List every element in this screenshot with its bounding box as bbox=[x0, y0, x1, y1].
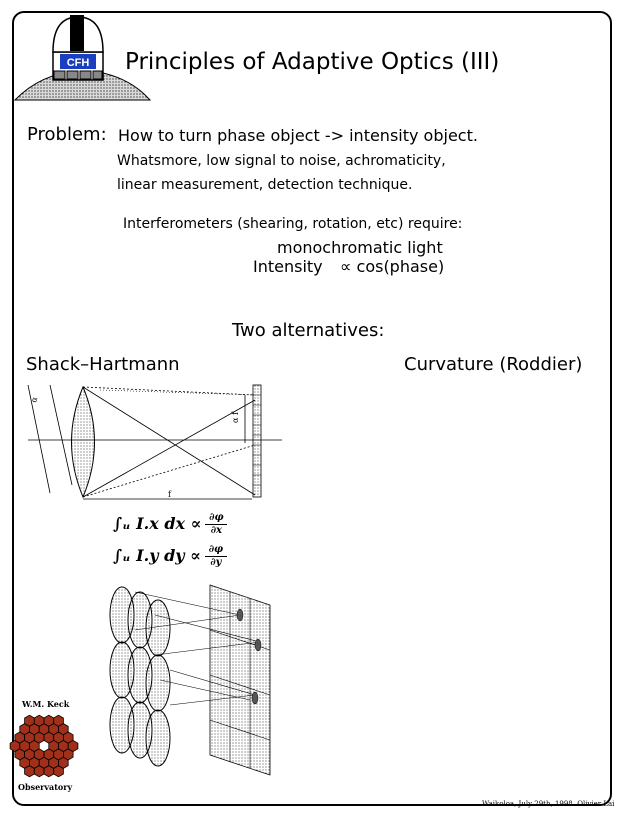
centroid-formula: ∫ᵤ I.x dx ∝ ∂φ ∂x ∫ᵤ I.y dy ∝ ∂φ ∂y bbox=[113, 508, 228, 572]
formula-row-x-den: ∂x bbox=[210, 524, 223, 536]
alpha-label: α bbox=[29, 395, 39, 403]
alternatives-heading: Two alternatives: bbox=[232, 320, 385, 341]
formula-row-y-den: ∂y bbox=[210, 556, 222, 568]
problem-label: Problem: bbox=[27, 124, 107, 145]
interferometers-text: Interferometers (shearing, rotation, etc… bbox=[123, 216, 463, 232]
formula-row-y-fraction: ∂φ ∂y bbox=[204, 543, 227, 568]
shack-hartmann-label: Shack–Hartmann bbox=[26, 354, 180, 375]
fraction-bar bbox=[205, 523, 228, 525]
fraction-bar bbox=[204, 555, 227, 557]
keck-logo-bottom-text: Observatory bbox=[18, 782, 73, 792]
lenslet-array-diagram bbox=[109, 584, 271, 776]
shack-hartmann-diagram: f α f α bbox=[27, 384, 282, 500]
alpha-f-label: α f bbox=[231, 411, 240, 423]
formula-row-x-num: ∂φ bbox=[209, 511, 224, 523]
footer-credit: Waikoloa, July 29th, 1998. Olivier Lai bbox=[482, 800, 615, 808]
problem-line-2: Whatsmore, low signal to noise, achromat… bbox=[117, 153, 446, 169]
curvature-label: Curvature (Roddier) bbox=[404, 354, 583, 375]
formula-row-y: ∫ᵤ I.y dy ∝ ∂φ ∂y bbox=[113, 540, 227, 572]
formula-row-x-lhs: ∫ᵤ I.x dx ∝ bbox=[113, 514, 202, 533]
problem-text: How to turn phase object -> intensity ob… bbox=[118, 126, 478, 145]
cfh-logo: CFH bbox=[13, 15, 152, 101]
problem-line-3: linear measurement, detection technique. bbox=[117, 177, 413, 193]
formula-row-y-num: ∂φ bbox=[208, 543, 224, 555]
proportional-cos-text: ∝ cos(phase) bbox=[340, 257, 445, 276]
formula-row-x-fraction: ∂φ ∂x bbox=[205, 511, 228, 536]
keck-mirror-logo bbox=[9, 714, 79, 778]
formula-row-y-lhs: ∫ᵤ I.y dy ∝ bbox=[113, 546, 201, 565]
keck-logo-top-text: W.M. Keck bbox=[22, 699, 70, 709]
page-title: Principles of Adaptive Optics (III) bbox=[125, 49, 500, 75]
slide-frame bbox=[12, 11, 612, 806]
intensity-text: Intensity bbox=[253, 257, 323, 276]
formula-row-x: ∫ᵤ I.x dx ∝ ∂φ ∂x bbox=[113, 508, 228, 540]
focal-length-label: f bbox=[168, 490, 172, 499]
monochromatic-text: monochromatic light bbox=[277, 238, 443, 257]
mirror-segment bbox=[67, 739, 79, 753]
cfh-logo-text: CFH bbox=[67, 57, 90, 69]
